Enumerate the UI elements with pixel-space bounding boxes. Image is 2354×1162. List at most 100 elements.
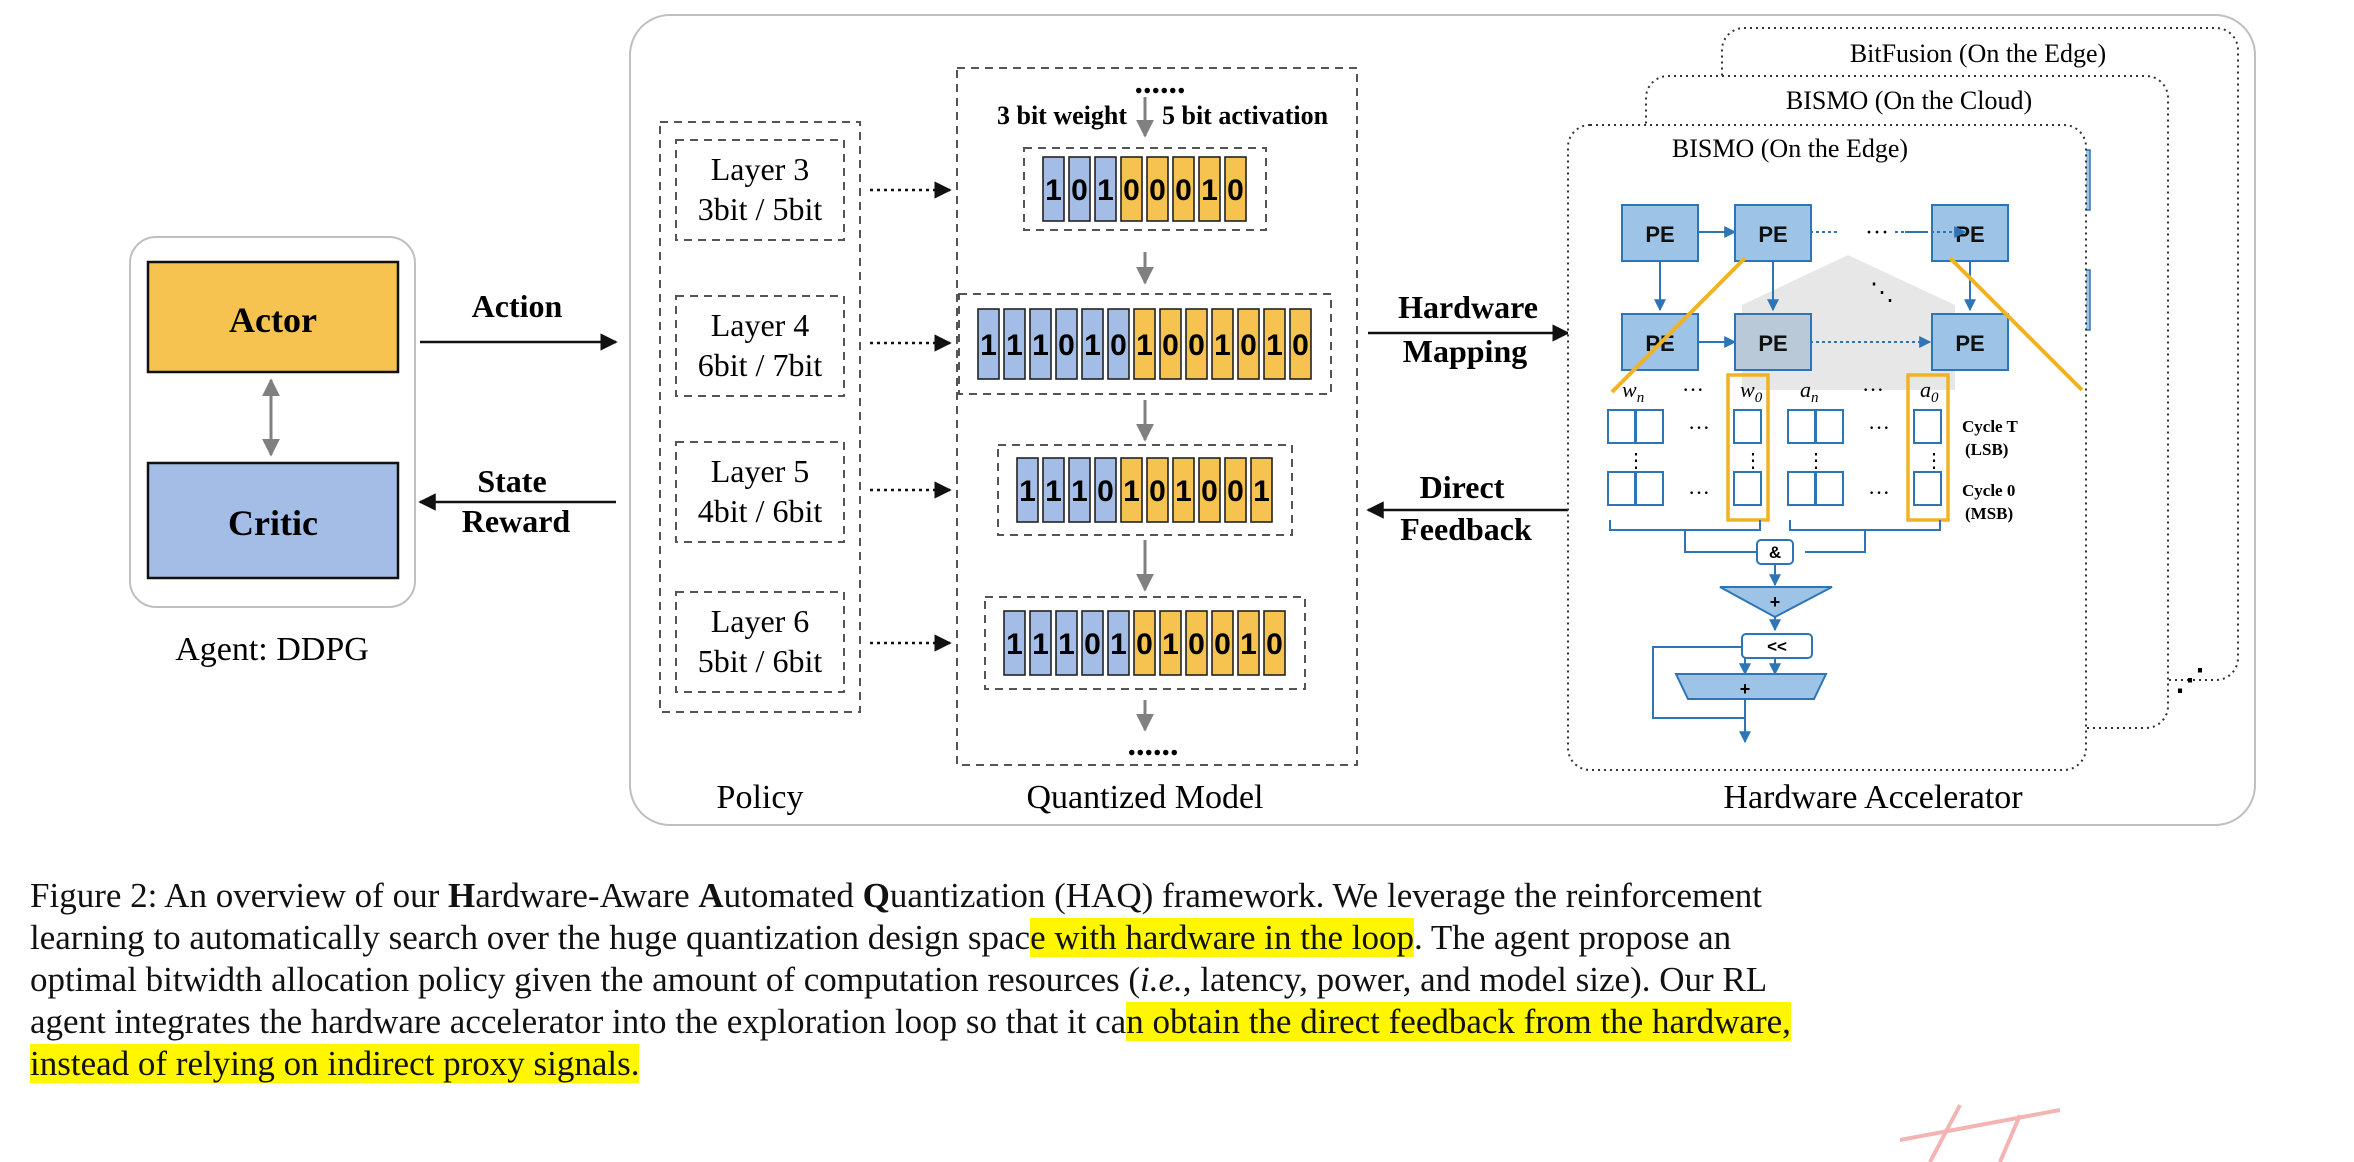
watermark-stamp xyxy=(1900,1104,2060,1162)
register-cell xyxy=(1607,409,1636,444)
action-label: Action xyxy=(472,288,563,324)
weight-bit-cell xyxy=(1055,308,1078,380)
pe-label: PE xyxy=(1955,331,1984,356)
caption-text: , latency, power, and model size). Our R… xyxy=(1182,960,1768,999)
bit-value: 1 xyxy=(1006,628,1023,661)
bit-value: 1 xyxy=(1058,628,1075,661)
pe-array: PEPEPEPEPEPE ··· ⋱ xyxy=(1610,204,2084,394)
register-cell xyxy=(1787,409,1816,444)
bit-value: 1 xyxy=(1136,329,1153,362)
policy-layer-name: Layer 3 xyxy=(711,151,810,187)
bit-value: 1 xyxy=(980,329,997,362)
actor-label: Actor xyxy=(229,300,317,340)
svg-text:⋰: ⋰ xyxy=(2175,664,2205,697)
weight-bit-cell xyxy=(1003,308,1026,380)
policy-layer-bits: 6bit / 7bit xyxy=(698,347,823,383)
bit-value: 1 xyxy=(1045,174,1062,207)
policy-layer-bits: 5bit / 6bit xyxy=(698,643,823,679)
caption-highlight: instead of relying on indirect proxy sig… xyxy=(30,1044,640,1083)
feedback-label: Feedback xyxy=(1400,511,1532,547)
svg-text:⋮: ⋮ xyxy=(1924,450,1944,472)
bit-value: 1 xyxy=(1019,475,1036,508)
svg-text:···: ··· xyxy=(1868,415,1890,440)
weight-bit-cell xyxy=(1094,457,1117,523)
bit-value: 1 xyxy=(1240,628,1257,661)
bit-value: 0 xyxy=(1214,628,1231,661)
register-cell xyxy=(1913,409,1942,444)
activation-bit-cell xyxy=(1198,156,1221,222)
caption-text: . The agent propose an xyxy=(1413,918,1732,957)
caption-highlight: e with hardware in the loop xyxy=(1030,918,1414,957)
bit-value: 1 xyxy=(1201,174,1218,207)
bit-value: 1 xyxy=(1175,475,1192,508)
policy-layer-bits: 4bit / 6bit xyxy=(698,493,823,529)
activation-bit-cell xyxy=(1198,457,1221,523)
weight-bit-cell xyxy=(1068,156,1091,222)
bit-value: 1 xyxy=(1084,329,1101,362)
bit-row-frame xyxy=(997,444,1293,536)
activation-bit-cell xyxy=(1237,610,1260,676)
bit-value: 0 xyxy=(1201,475,1218,508)
register-cell xyxy=(1815,471,1844,506)
caption-highlight: n obtain the direct feedback from the ha… xyxy=(1126,1002,1791,1041)
activation-bit-cell xyxy=(1159,308,1182,380)
svg-text:⋮: ⋮ xyxy=(1743,450,1763,472)
activation-bit-cell xyxy=(1172,457,1195,523)
register-cell xyxy=(1913,471,1942,506)
card-bitfusion-edge: BitFusion (On the Edge) xyxy=(1850,39,2106,68)
svg-text:···: ··· xyxy=(1868,480,1890,505)
bit-value: 1 xyxy=(1006,329,1023,362)
bit-serial-datapath: wn ··· w0 an ··· a0 ··· ··· ··· ··· ⋮ ⋮ … xyxy=(1607,373,2019,744)
caption-text: utomated xyxy=(723,876,863,915)
policy-layer-box xyxy=(675,295,845,397)
pe-label: PE xyxy=(1758,222,1787,247)
bit-value: 1 xyxy=(1266,329,1283,362)
policy-layer-box xyxy=(675,591,845,693)
caption-text: Figure 2: An overview of our xyxy=(30,876,448,915)
and-op: & xyxy=(1769,543,1781,562)
policy-label: Policy xyxy=(717,779,804,816)
caption-text: ardware-Aware xyxy=(475,876,699,915)
register-cell xyxy=(1635,409,1664,444)
accelerator-label: Hardware Accelerator xyxy=(1723,779,2023,816)
activation-bit-cell xyxy=(1250,457,1273,523)
activation-bit-cell xyxy=(1263,308,1286,380)
weight-bit-cell xyxy=(1068,457,1091,523)
bit-value: 0 xyxy=(1084,628,1101,661)
mapping-label: Mapping xyxy=(1403,333,1527,369)
bit-value: 0 xyxy=(1188,329,1205,362)
activation-bit-cell xyxy=(1120,156,1143,222)
activation-bit-cell xyxy=(1146,457,1169,523)
haq-framework-figure: Actor Critic Agent: DDPG Action State Re… xyxy=(129,14,2256,826)
weight-bit-cell xyxy=(1055,610,1078,676)
caption-text: optimal bitwidth allocation policy given… xyxy=(30,960,1141,999)
activation-bit-cell xyxy=(1224,457,1247,523)
bit-value: 0 xyxy=(1227,174,1244,207)
weight-bit-cell xyxy=(1042,156,1065,222)
caption-bold-h: H xyxy=(447,876,476,915)
register-cell xyxy=(1733,471,1762,506)
caption-bold-q: Q xyxy=(862,876,890,915)
bit-value: 1 xyxy=(1071,475,1088,508)
bit-value: 0 xyxy=(1097,475,1114,508)
weight-bit-cell xyxy=(1107,308,1130,380)
bit-value: 0 xyxy=(1175,174,1192,207)
bit-value: 1 xyxy=(1045,475,1062,508)
activation-bit-cell xyxy=(1211,308,1234,380)
model-dots-bottom: ...... xyxy=(1128,726,1179,763)
weight-bit-cell xyxy=(1094,156,1117,222)
pe-cell xyxy=(1734,313,1812,371)
activation-bit-cell xyxy=(1263,610,1286,676)
bit-value: 1 xyxy=(1123,475,1140,508)
weight-bit-cell xyxy=(1042,457,1065,523)
agent-panel: Actor Critic Agent: DDPG xyxy=(129,236,416,668)
svg-text:⋮: ⋮ xyxy=(1626,450,1646,472)
caption-line-4: agent integrates the hardware accelerato… xyxy=(30,1001,2340,1043)
bit-value: 1 xyxy=(1032,628,1049,661)
bit-value: 1 xyxy=(1214,329,1231,362)
bit-value: 0 xyxy=(1058,329,1075,362)
bit-value: 1 xyxy=(1097,174,1114,207)
bit-value: 1 xyxy=(1032,329,1049,362)
